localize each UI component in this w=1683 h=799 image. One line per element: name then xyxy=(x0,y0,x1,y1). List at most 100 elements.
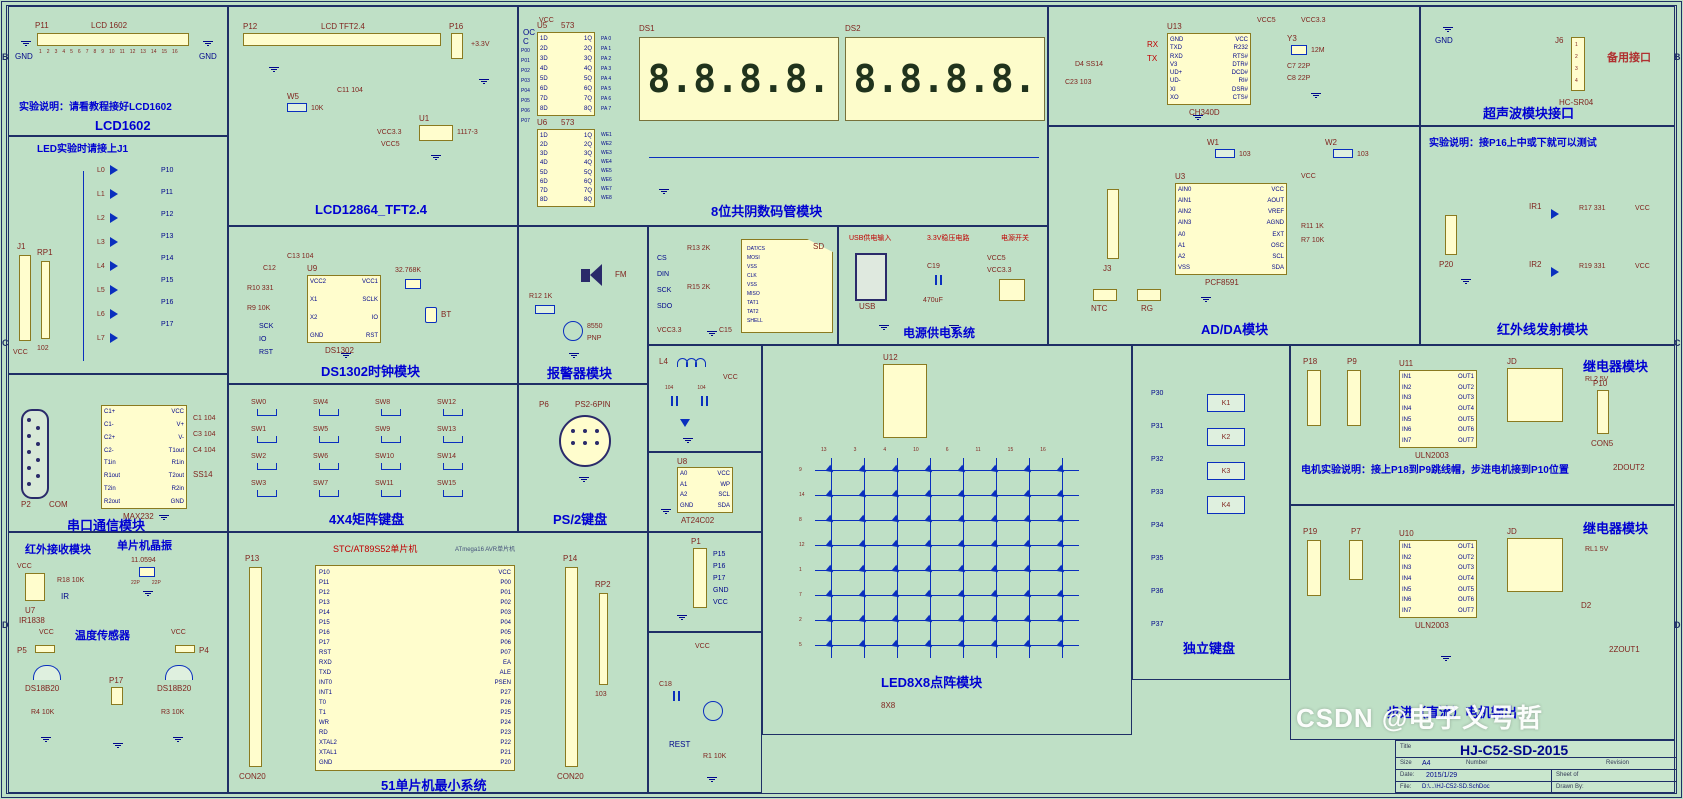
mcu-note: STC/AT89S52单片机 xyxy=(333,544,418,554)
pin-label: 1D xyxy=(540,133,548,139)
pin-label: GND xyxy=(319,760,333,766)
led-icon xyxy=(990,489,1001,501)
ds18b20-icon xyxy=(165,665,193,680)
usb-connector xyxy=(855,253,887,301)
key-switch: SW6 xyxy=(313,453,375,480)
pin-label: P25 xyxy=(500,710,511,716)
pin-label: INT1 xyxy=(319,690,333,696)
module-title: PS/2键盘 xyxy=(553,512,608,527)
net-label: P16 xyxy=(161,299,174,306)
pin-label: VREF xyxy=(1267,209,1284,216)
regulator-1117 xyxy=(419,125,453,141)
crystal-title: 单片机晶振 xyxy=(117,540,172,552)
ds1-designator: DS1 xyxy=(639,24,655,33)
led-icon xyxy=(1023,489,1034,501)
u12-designator: U12 xyxy=(883,353,898,362)
led-icon xyxy=(957,564,968,576)
net-label: IO xyxy=(259,336,267,343)
net-label: P36 xyxy=(1151,588,1164,595)
pin-number: 13 xyxy=(140,49,146,55)
key-switch: SW9 xyxy=(375,426,437,453)
r11-value: R11 1K xyxy=(1301,223,1324,230)
pin-label: OUT1 xyxy=(1457,374,1474,380)
net-label: P30 xyxy=(1151,390,1164,397)
pin-label: 8D xyxy=(540,196,548,203)
ground-icon xyxy=(1441,656,1451,661)
pin-label: 3Q xyxy=(583,56,592,62)
pin-label: IN2 xyxy=(1402,554,1412,561)
led-icon xyxy=(858,614,869,626)
module-title: AD/DA模块 xyxy=(1201,322,1269,337)
out-label: 2DOUT2 xyxy=(1613,463,1645,472)
r1-value: R1 10K xyxy=(703,753,727,760)
module-title: 红外线发射模块 xyxy=(1497,322,1589,337)
p13-header xyxy=(249,567,262,767)
r9-value: R9 10K xyxy=(247,305,271,312)
key-switch: SW13 xyxy=(437,426,499,453)
pin-label: P20 xyxy=(500,760,511,766)
pin-label: 5D xyxy=(540,76,548,82)
temp-title: 温度传感器 xyxy=(75,630,130,642)
r18-value: R18 10K xyxy=(57,577,85,584)
pin-label: P17 xyxy=(319,640,330,646)
p16-designator: P16 xyxy=(449,22,464,31)
pin-label: OUT4 xyxy=(1457,405,1474,412)
pin-label: 4Q xyxy=(583,66,592,72)
pin-number: 2 xyxy=(46,49,50,55)
net-label: WE7 xyxy=(601,186,612,192)
db9-pin-dots xyxy=(27,418,31,422)
pin-label: IN7 xyxy=(1402,607,1412,614)
con5-label: CON5 xyxy=(1591,439,1614,448)
pin-label: 7Q xyxy=(583,187,592,194)
crystal-icon xyxy=(139,567,155,577)
pin-label: R2out xyxy=(104,498,121,505)
pin-label: T0 xyxy=(319,700,327,706)
pin-label: X2 xyxy=(310,315,318,321)
y3-designator: Y3 xyxy=(1287,34,1297,43)
key-switch: K4 xyxy=(1207,496,1245,514)
pin-label: OUT5 xyxy=(1457,416,1474,423)
pin-label: VCC1 xyxy=(361,279,378,285)
ground-icon xyxy=(1443,27,1453,32)
pin-label: 2D xyxy=(540,46,548,52)
led-icon xyxy=(924,539,935,551)
led-icon: L2 xyxy=(97,213,118,223)
pin-label: OUT2 xyxy=(1457,554,1474,561)
pin-label: EA xyxy=(502,660,511,666)
pin-label: 2D xyxy=(540,142,548,149)
potentiometer-icon xyxy=(1333,149,1353,158)
vcc5-label: VCC5 xyxy=(1257,17,1276,24)
net-label: SCK xyxy=(259,323,274,330)
ground-icon xyxy=(1461,279,1471,284)
key-switch: K3 xyxy=(1207,462,1245,480)
p5-designator: P5 xyxy=(17,646,27,655)
pin-number: 8 xyxy=(799,517,802,523)
net-label: P35 xyxy=(1151,555,1164,562)
led-icon xyxy=(924,614,935,626)
p12-designator: P12 xyxy=(243,22,258,31)
potentiometer-icon xyxy=(287,103,307,112)
ir-net: IR xyxy=(61,592,69,601)
rp2-resistor-pack xyxy=(599,593,608,685)
led-icon xyxy=(924,489,935,501)
pin-label: P02 xyxy=(500,600,511,606)
led-icon xyxy=(957,464,968,476)
pin-label: AIN1 xyxy=(1178,198,1192,205)
pin-number: 15 xyxy=(1007,447,1014,453)
p19-header xyxy=(1307,540,1321,596)
j3-header xyxy=(1107,189,1119,259)
module-title: 报警器模块 xyxy=(547,366,613,381)
ds18b20-icon xyxy=(33,665,61,680)
lcd1602-part: LCD 1602 xyxy=(91,21,128,30)
vcc-label: VCC xyxy=(1301,173,1316,180)
